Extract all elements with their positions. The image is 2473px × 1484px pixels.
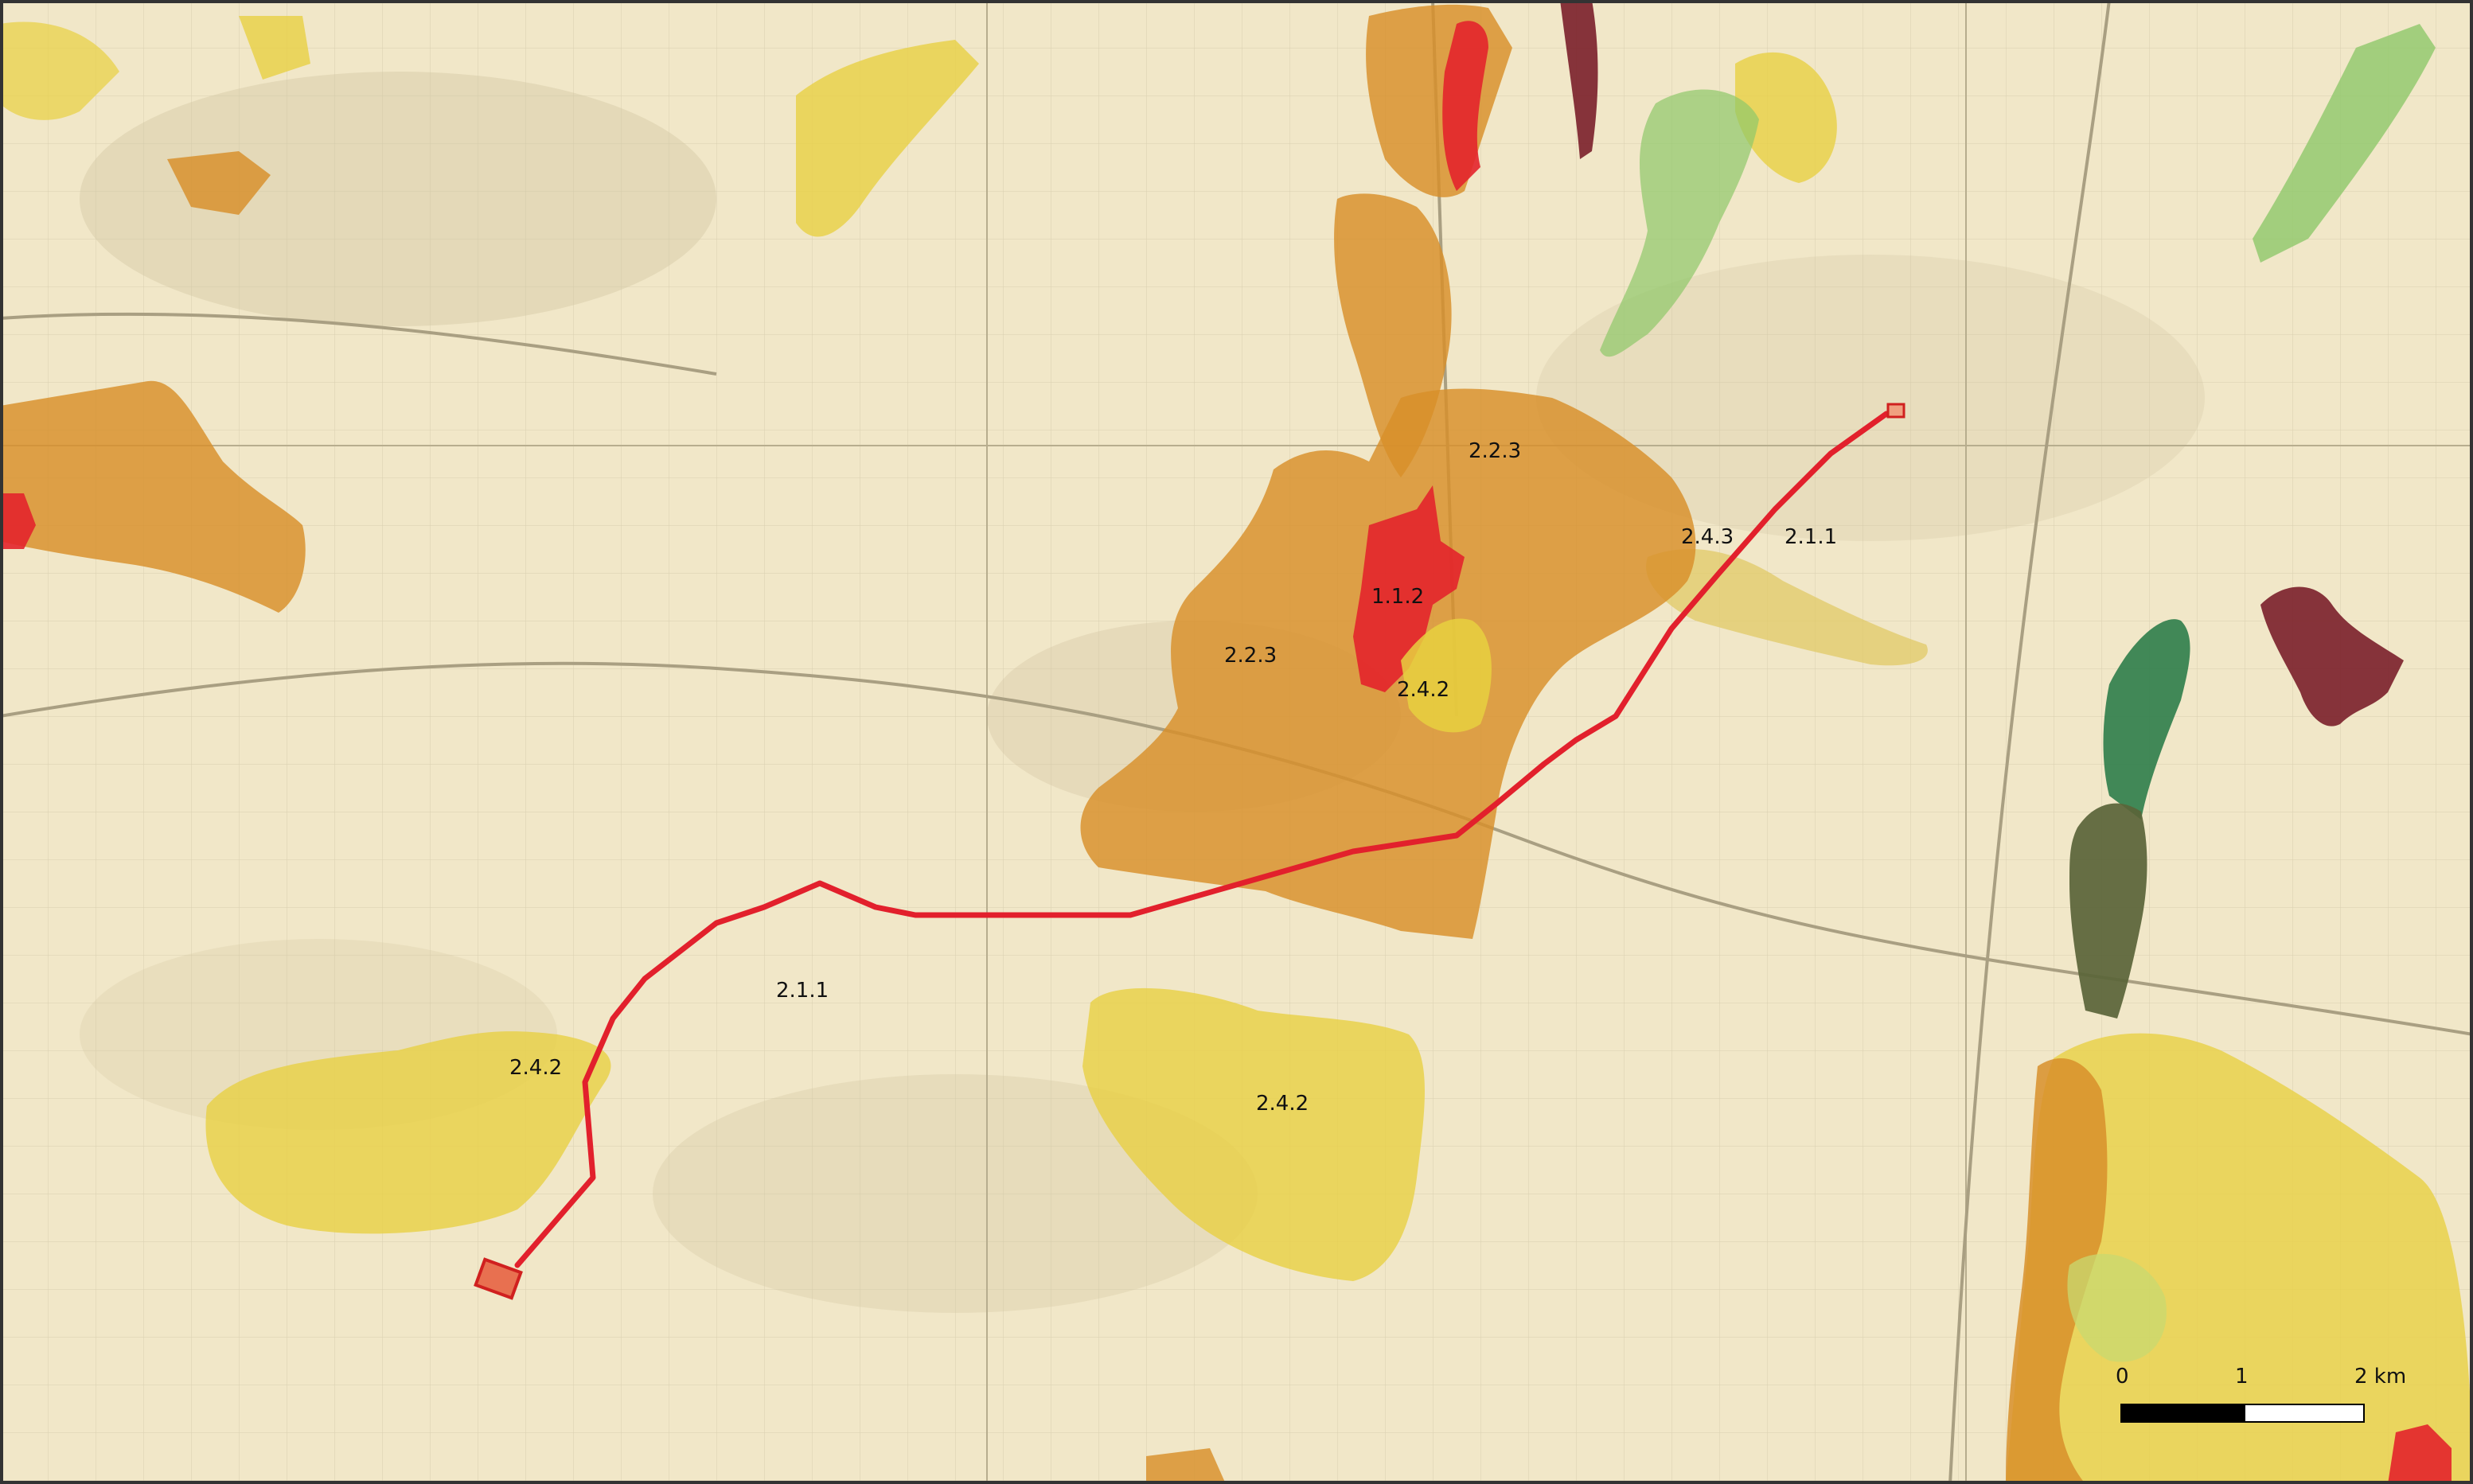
polygon-olive[interactable] <box>2069 803 2147 1019</box>
label-242-west: 2.4.2 <box>509 1056 562 1080</box>
polygon-shrub[interactable] <box>1600 89 1759 357</box>
label-211-center: 2.1.1 <box>776 979 829 1003</box>
polygon-yellow-north[interactable] <box>796 40 979 237</box>
polygon-yellow-topleft[interactable] <box>0 21 119 120</box>
route-start-marker[interactable] <box>474 1257 523 1300</box>
label-243: 2.4.3 <box>1681 525 1734 549</box>
label-223-north: 2.2.3 <box>1469 439 1521 463</box>
polygon-242-south[interactable] <box>1082 987 1425 1281</box>
polygon-242-west[interactable] <box>205 1031 611 1234</box>
polygon-yellow-ne[interactable] <box>1735 52 1837 183</box>
label-242-town: 2.4.2 <box>1397 678 1449 702</box>
polygon-orange-bottom[interactable] <box>1146 1448 1226 1484</box>
polygon-light-green-se[interactable] <box>2067 1253 2167 1362</box>
scale-tick-0: 0 <box>2116 1365 2129 1389</box>
scale-tick-2: 2 km <box>2354 1365 2406 1389</box>
polygon-yellow-se[interactable] <box>2006 1033 2473 1484</box>
polygon-223-se[interactable] <box>2006 1058 2108 1484</box>
scale-bar: 0 1 2 km <box>2116 1365 2406 1423</box>
polygon-223-north[interactable] <box>1334 193 1452 477</box>
polygon-242-town-east[interactable] <box>1401 618 1492 733</box>
label-112: 1.1.2 <box>1371 585 1424 609</box>
label-242-south: 2.4.2 <box>1256 1092 1309 1116</box>
polygon-112-se[interactable] <box>2388 1424 2452 1484</box>
polygon-112-north[interactable] <box>1442 21 1488 191</box>
route-line[interactable] <box>514 411 1890 1268</box>
landcover-labels: 2.2.3 2.4.3 2.1.1 1.1.2 2.2.3 2.4.2 2.1.… <box>509 439 1837 1116</box>
polygon-112-town[interactable] <box>1353 485 1465 692</box>
polygon-orange-small[interactable] <box>167 151 271 215</box>
polygon-yellow-northwest[interactable] <box>239 16 310 80</box>
route-end-marker[interactable] <box>1886 403 1905 419</box>
polygon-shrub-ne[interactable] <box>2253 24 2436 263</box>
polygon-223-west[interactable] <box>0 380 306 613</box>
polygon-112-west[interactable] <box>0 493 36 549</box>
polygon-vineyard-east[interactable] <box>2260 586 2404 726</box>
label-223-west: 2.2.3 <box>1224 644 1277 668</box>
polygon-vineyard-north[interactable] <box>1560 0 1598 159</box>
route[interactable] <box>514 411 1890 1268</box>
label-211-east: 2.1.1 <box>1785 525 1837 549</box>
polygon-forest[interactable] <box>2103 619 2190 820</box>
scale-tick-1: 1 <box>2235 1365 2249 1389</box>
